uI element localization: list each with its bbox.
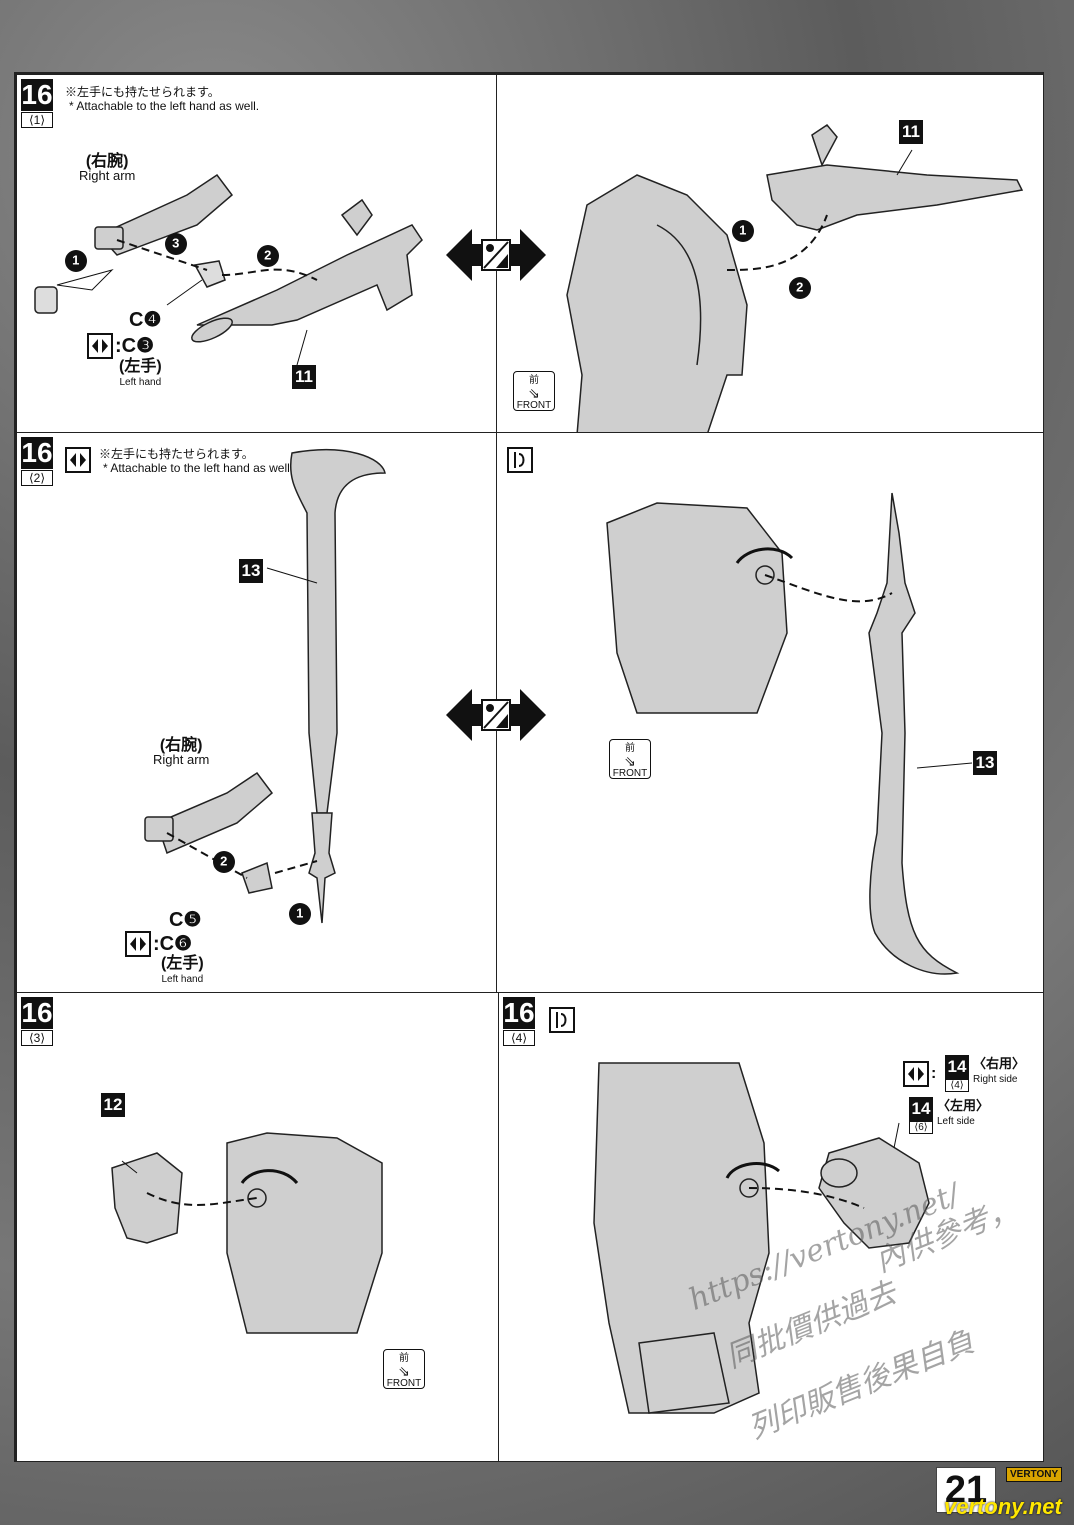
step-16: 16 bbox=[21, 79, 53, 111]
step-16: 16 bbox=[21, 437, 53, 469]
swap-icon bbox=[125, 931, 151, 957]
swap-icon bbox=[87, 333, 113, 359]
front-arrow-icon: ⇘ bbox=[398, 1363, 410, 1379]
front-indicator: 前 ⇘ FRONT bbox=[609, 739, 651, 779]
substep-label: ⟨2⟩ bbox=[21, 470, 53, 486]
hand-code-c4: C❹ bbox=[129, 309, 162, 331]
alternate-option-arrow bbox=[446, 689, 546, 741]
right-arm-jp: (右腕) bbox=[159, 737, 203, 754]
rifle-drawing bbox=[766, 124, 1024, 231]
panel-16-1: 16 ⟨1⟩ ※左手にも持たせられます。 * Attachable to the… bbox=[16, 74, 498, 434]
part-sub-6: ⟨6⟩ bbox=[909, 1121, 933, 1134]
thruster-part-drawing bbox=[818, 1137, 930, 1249]
sword-drawing bbox=[868, 492, 960, 975]
note-japanese: ※左手にも持たせられます。 bbox=[99, 447, 254, 461]
right-arm-label: (右腕) Right arm bbox=[79, 153, 136, 183]
note-english: * Attachable to the left hand as well. bbox=[69, 99, 260, 113]
front-jp: 前 bbox=[625, 743, 635, 754]
hand-code-c5: C❺ bbox=[169, 909, 202, 931]
left-side-en: Left side bbox=[937, 1116, 975, 1127]
left-hand-en: Left hand bbox=[119, 377, 162, 388]
left-hand-label: (左手) Left hand bbox=[161, 955, 204, 987]
substep-label: ⟨3⟩ bbox=[21, 1030, 53, 1046]
torso-drawing bbox=[566, 174, 748, 433]
right-arm-label: (右腕) Right arm bbox=[153, 737, 210, 767]
panel-16-1-mount: 11 1 2 前 ⇘ FRONT bbox=[496, 74, 1044, 434]
front-arrow-icon: ⇘ bbox=[624, 753, 636, 769]
watermark-site: vertony.net bbox=[944, 1494, 1062, 1519]
front-indicator: 前 ⇘ FRONT bbox=[513, 371, 555, 411]
left-side-jp: 〈左用〉 bbox=[937, 1098, 990, 1113]
part-number-14: 14 bbox=[909, 1097, 933, 1121]
hand-drawing bbox=[34, 260, 226, 314]
step-16: 16 bbox=[21, 997, 53, 1029]
right-arm-en: Right arm bbox=[79, 168, 136, 183]
sword-mount-illustration bbox=[606, 492, 973, 975]
colon-separator: : bbox=[931, 1065, 937, 1082]
panel-16-2-mount: 13 前 ⇘ FRONT bbox=[496, 432, 1044, 994]
leg-mount-illustration bbox=[593, 1062, 930, 1414]
leg-drawing bbox=[593, 1062, 770, 1414]
sword-drawing bbox=[289, 449, 386, 924]
right-side-en: Right side bbox=[973, 1074, 1018, 1085]
step-number: 16 ⟨1⟩ bbox=[21, 79, 53, 128]
note-english: * Attachable to the left hand as well. bbox=[103, 461, 294, 475]
step-16: 16 bbox=[503, 997, 535, 1029]
backpack-mount-illustration bbox=[566, 124, 1024, 433]
front-jp: 前 bbox=[399, 1353, 409, 1364]
front-indicator: 前 ⇘ FRONT bbox=[383, 1349, 425, 1389]
left-hand-jp: (左手) bbox=[161, 955, 204, 972]
manual-sheet: 16 ⟨1⟩ ※左手にも持たせられます。 * Attachable to the… bbox=[14, 72, 1044, 1462]
rotate-icon bbox=[507, 447, 533, 473]
left-side-label: 〈左用〉 Left side bbox=[937, 1099, 989, 1129]
right-side-jp: 〈右用〉 bbox=[973, 1056, 1026, 1071]
right-arm-en: Right arm bbox=[153, 752, 210, 767]
note-japanese: ※左手にも持たせられます。 bbox=[65, 85, 220, 99]
part-sub-4: ⟨4⟩ bbox=[945, 1079, 969, 1092]
rotate-icon bbox=[549, 1007, 575, 1033]
right-arm-drawing bbox=[94, 173, 234, 256]
panel-16-4: 16 ⟨4⟩ : 14 ⟨4⟩ bbox=[498, 992, 1044, 1462]
part-number-13: 13 bbox=[973, 751, 997, 775]
front-en: FRONT bbox=[612, 768, 648, 779]
sword-illustration bbox=[144, 449, 386, 924]
step-number: 16 ⟨2⟩ bbox=[21, 437, 53, 486]
part-number-13: 13 bbox=[239, 559, 263, 583]
part-number-14: 14 bbox=[945, 1055, 969, 1079]
part-number-11: 11 bbox=[899, 120, 923, 144]
alternate-option-arrow bbox=[446, 229, 546, 281]
hand-code-c6: :C❻ bbox=[153, 933, 193, 955]
hip-drawing bbox=[606, 502, 788, 714]
swap-icon bbox=[65, 447, 91, 473]
front-en: FRONT bbox=[516, 400, 552, 411]
waist-drawing bbox=[226, 1132, 383, 1334]
arm-drawing bbox=[144, 771, 274, 894]
part-14-left-side: 14 ⟨6⟩ bbox=[909, 1097, 933, 1134]
left-hand-jp: (左手) bbox=[119, 358, 162, 375]
rifle-illustration bbox=[34, 173, 423, 366]
panel-16-3: 16 ⟨3⟩ 12 前 ⇘ FRONT bbox=[16, 992, 500, 1462]
shield-part-drawing bbox=[111, 1152, 183, 1244]
right-arm-jp: (右腕) bbox=[85, 153, 129, 170]
shield-mount-illustration bbox=[111, 1132, 383, 1334]
substep-label: ⟨1⟩ bbox=[21, 112, 53, 128]
left-hand-label: (左手) Left hand bbox=[119, 358, 162, 390]
part-number-12: 12 bbox=[101, 1093, 125, 1117]
part-number-11: 11 bbox=[292, 365, 316, 389]
page-number: 21 bbox=[936, 1467, 996, 1513]
front-arrow-icon: ⇘ bbox=[528, 385, 540, 401]
part-14-right-side: 14 ⟨4⟩ bbox=[945, 1055, 969, 1092]
left-hand-en: Left hand bbox=[161, 974, 204, 985]
hand-code-c3: :C❸ bbox=[115, 335, 155, 357]
brand-badge: VERTONY bbox=[1006, 1467, 1063, 1482]
front-en: FRONT bbox=[386, 1378, 422, 1389]
right-side-label: 〈右用〉 Right side bbox=[973, 1057, 1025, 1087]
panel-16-2: 16 ⟨2⟩ ※左手にも持たせられます。 * Attachable to the… bbox=[16, 432, 498, 994]
swap-icon bbox=[903, 1061, 929, 1087]
rifle-drawing bbox=[191, 198, 423, 343]
front-jp: 前 bbox=[529, 375, 539, 386]
substep-label: ⟨4⟩ bbox=[503, 1030, 535, 1046]
step-number: 16 ⟨3⟩ bbox=[21, 997, 53, 1046]
step-number: 16 ⟨4⟩ bbox=[503, 997, 535, 1046]
